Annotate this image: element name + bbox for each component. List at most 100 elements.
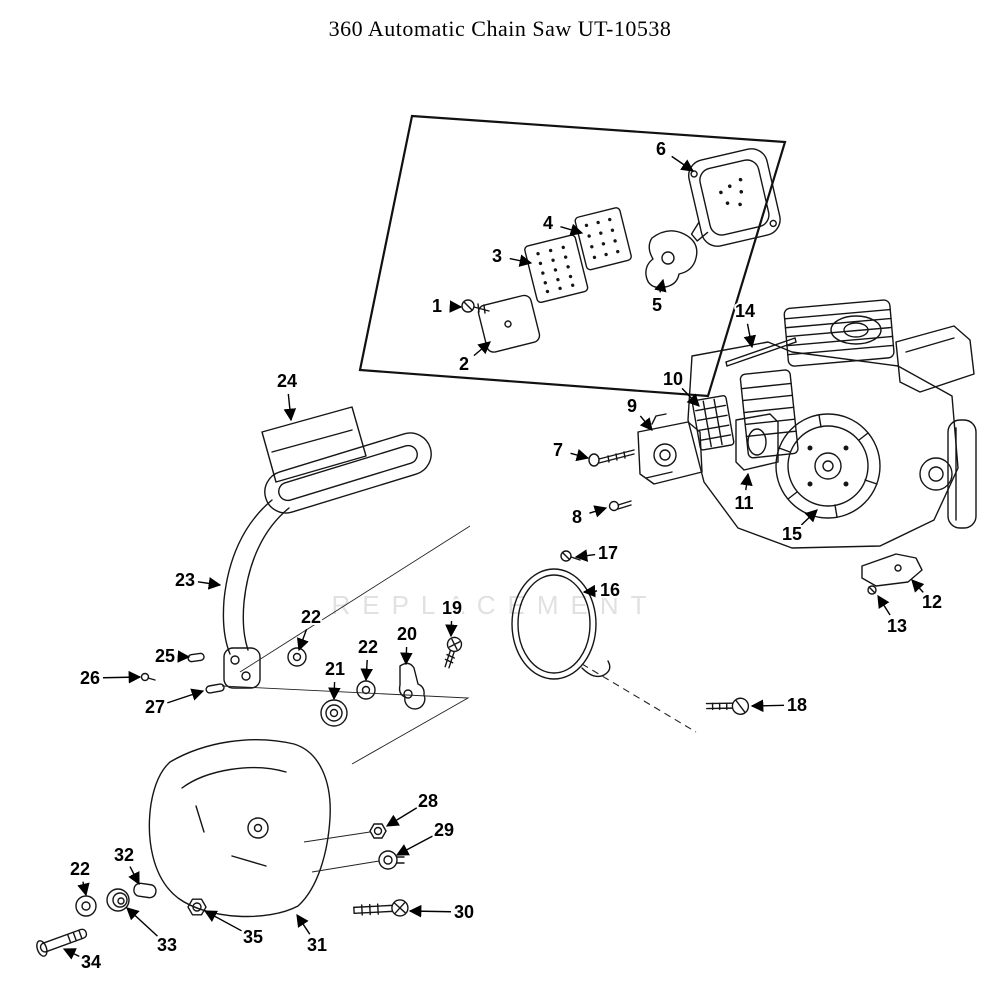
bolt-part-34	[36, 928, 88, 957]
screw-part-13	[867, 585, 877, 595]
callout-label-22: 22	[301, 607, 321, 627]
bushing-part-32	[133, 882, 157, 899]
callout-label-28: 28	[418, 791, 438, 811]
callout-leader-33	[126, 907, 158, 937]
callout-label-12: 12	[922, 592, 942, 612]
callout-leader-32	[128, 866, 140, 886]
callout-label-34: 34	[81, 952, 101, 972]
callout-label-16: 16	[600, 580, 620, 600]
callout-leader-4	[560, 223, 584, 236]
callout-leader-3	[509, 254, 533, 267]
callout-leader-31	[296, 913, 311, 935]
callout-label-7: 7	[553, 440, 563, 460]
drum-part-21	[320, 699, 348, 727]
callout-leader-12	[911, 579, 925, 593]
screen-plate-part-3	[524, 234, 589, 304]
inset-box	[358, 114, 787, 398]
chain-guard-part-31	[148, 739, 331, 918]
callout-label-8: 8	[572, 507, 582, 527]
callout-label-11: 11	[734, 493, 753, 513]
plate-part-24	[261, 406, 367, 483]
callout-label-19: 19	[442, 598, 462, 618]
callout-label-24: 24	[277, 371, 297, 391]
callout-label-6: 6	[656, 139, 666, 159]
callout-leader-35	[203, 910, 242, 932]
callout-label-4: 4	[543, 213, 553, 233]
spring-part-33	[106, 888, 130, 912]
callout-leader-8	[589, 505, 608, 518]
engine-assembly	[687, 299, 977, 549]
callout-label-25: 25	[155, 646, 175, 666]
callout-label-22: 22	[70, 859, 90, 879]
screen-part-4	[574, 207, 632, 271]
callout-label-18: 18	[787, 695, 807, 715]
bolt-part-19	[444, 636, 463, 669]
callout-leader-17	[574, 549, 596, 562]
callout-leader-29	[395, 835, 433, 856]
callout-label-5: 5	[652, 295, 662, 315]
lever-part-20	[398, 662, 426, 710]
callout-leader-22	[77, 881, 90, 897]
screw-part-17	[560, 550, 581, 562]
callout-label-21: 21	[325, 659, 345, 679]
dashed-guide-line	[581, 663, 697, 733]
callout-label-31: 31	[307, 935, 327, 955]
callout-label-1: 1	[432, 296, 442, 316]
muffler-part-6	[688, 148, 781, 247]
callout-label-15: 15	[782, 524, 802, 544]
callout-label-13: 13	[887, 616, 907, 636]
callout-leader-34	[62, 948, 80, 960]
callout-leader-10	[681, 387, 700, 407]
callout-leader-26	[102, 670, 142, 684]
callout-leader-24	[283, 393, 297, 422]
washer-part-22c	[75, 895, 97, 917]
callout-label-23: 23	[175, 570, 195, 590]
callout-label-27: 27	[145, 697, 165, 717]
washer-part-22a	[287, 647, 307, 667]
callout-leader-27	[167, 688, 205, 704]
callout-label-3: 3	[492, 246, 502, 266]
callout-label-33: 33	[157, 935, 177, 955]
callout-label-10: 10	[663, 369, 683, 389]
callout-leader-14	[743, 323, 757, 349]
callout-label-20: 20	[397, 624, 417, 644]
callout-leader-23	[197, 577, 222, 590]
bracket-part-12	[861, 553, 923, 587]
nut-part-35	[187, 898, 207, 916]
gasket-part-10	[691, 395, 735, 451]
callout-label-29: 29	[434, 820, 454, 840]
callout-leader-22	[296, 628, 309, 652]
callout-label-22: 22	[358, 637, 378, 657]
alignment-line	[239, 525, 471, 673]
callout-label-35: 35	[243, 927, 263, 947]
callout-leader-20	[400, 646, 413, 666]
callout-leader-19	[445, 620, 458, 638]
callout-leader-5	[654, 278, 667, 293]
bolt-part-30	[353, 899, 409, 917]
callout-label-32: 32	[114, 845, 134, 865]
callout-leader-6	[671, 155, 695, 172]
callout-leader-11	[740, 472, 753, 491]
callout-label-2: 2	[459, 354, 469, 374]
starter-rope-part-16	[511, 568, 611, 680]
callout-leader-21	[328, 681, 341, 701]
nut-part-28	[369, 823, 387, 839]
connector-line	[311, 860, 380, 873]
screw-part-8	[608, 500, 632, 512]
callout-leader-16	[582, 584, 598, 598]
front-handle-part-23	[222, 432, 432, 689]
screw-part-7	[588, 449, 635, 467]
pin-part-25	[187, 652, 205, 663]
callout-label-26: 26	[80, 668, 100, 688]
screw-part-26	[140, 672, 156, 682]
grommet-part-29	[378, 850, 405, 870]
callout-leader-28	[385, 807, 418, 827]
callout-leader-22	[360, 659, 373, 682]
callout-leader-18	[750, 699, 785, 713]
callout-leader-15	[800, 509, 818, 526]
connector-line	[303, 831, 371, 843]
callout-label-9: 9	[627, 396, 637, 416]
callout-leader-9	[639, 415, 653, 431]
callout-leader-30	[408, 904, 452, 918]
